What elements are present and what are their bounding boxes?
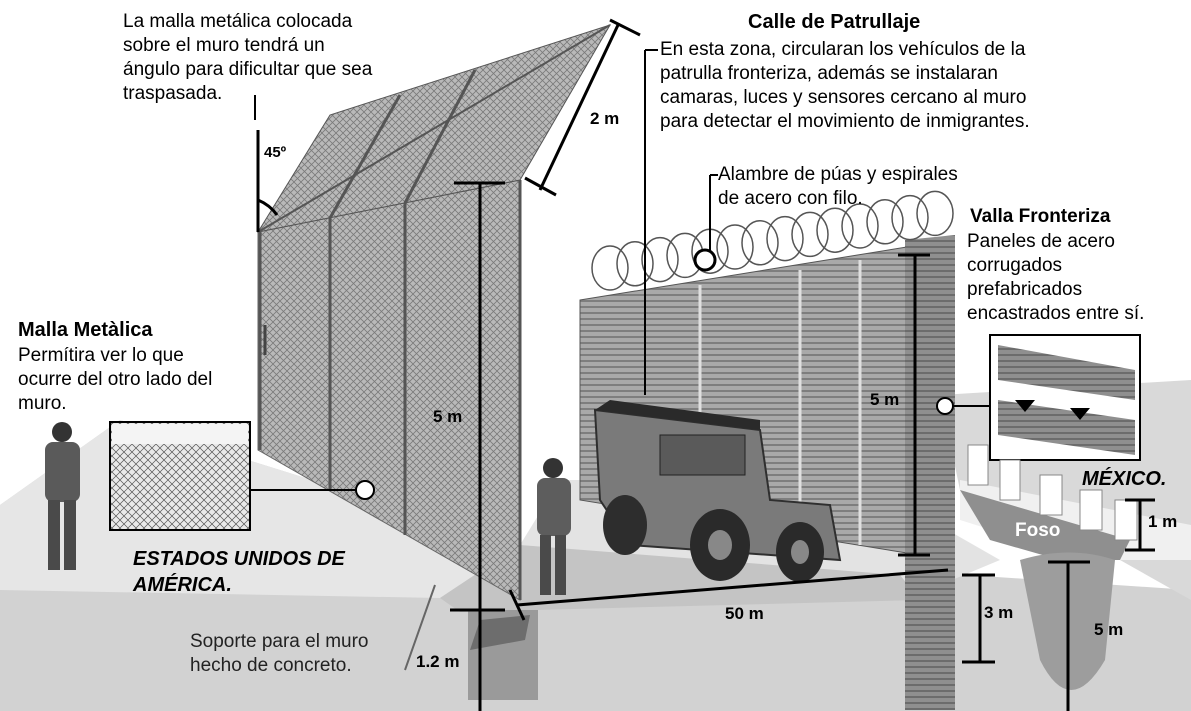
alambre-line-2: de acero con filo. <box>718 188 863 209</box>
calle-title: Calle de Patrullaje <box>748 11 921 33</box>
wire-coil <box>641 236 679 283</box>
wire-coil <box>916 190 954 237</box>
valla-line-2: corrugados <box>967 255 1063 276</box>
valla-line-4: encastrados entre sí. <box>967 303 1145 324</box>
valla-line-3: prefabricados <box>967 279 1083 300</box>
dim-5m-wall: 5 m <box>870 390 900 409</box>
calle-description: En esta zona, circularan los vehículos d… <box>660 38 1030 134</box>
calle-line-4: para detectar el movimiento de inmigrant… <box>660 111 1030 132</box>
valla-title: Valla Fronteriza <box>970 206 1111 227</box>
wire-coil <box>816 207 854 253</box>
wire-coil <box>866 199 904 245</box>
wire-coil <box>791 211 829 258</box>
valla-description: Paneles de acero corrugados prefabricado… <box>967 230 1144 326</box>
wire-coil <box>616 241 654 287</box>
wire-coil <box>891 194 929 241</box>
soldier-right-icon <box>537 458 571 595</box>
soldier-left-icon <box>45 422 80 570</box>
foso-label: Foso <box>1015 520 1061 541</box>
calle-line-3: camaras, luces y sensores cercano al mur… <box>660 87 1027 108</box>
dim-50m: 50 m <box>725 604 764 623</box>
calle-line-1: En esta zona, circularan los vehículos d… <box>660 39 1026 60</box>
soporte-line-2: hecho de concreto. <box>190 655 352 676</box>
mesh-angle-line-1: La malla metálica colocada <box>123 11 353 32</box>
alambre-line-1: Alambre de púas y espirales <box>718 164 958 185</box>
usa-line-1: ESTADOS UNIDOS DE <box>133 548 345 570</box>
mesh-detail-inset <box>109 421 375 531</box>
dim-2m: 2 m <box>590 109 620 128</box>
calle-line-2: patrulla fronteriza, además se instalara… <box>660 63 998 84</box>
usa-label: ESTADOS UNIDOS DE AMÉRICA. <box>133 546 345 598</box>
dim-5m-mesh: 5 m <box>433 407 463 426</box>
panel-detail-inset <box>936 334 1141 461</box>
mesh-angle-line-4: traspasada. <box>123 83 223 104</box>
malla-line-2: ocurre del otro lado del <box>18 369 213 390</box>
dim-5m-foso: 5 m <box>1094 620 1124 639</box>
wire-coil <box>766 215 804 262</box>
malla-line-3: muro. <box>18 393 67 414</box>
dimension-lines <box>254 18 1155 711</box>
mesh-angle-line-3: ángulo para dificultar que sea <box>123 59 373 80</box>
wire-coil <box>591 245 629 291</box>
soporte-line-1: Soporte para el muro <box>190 631 369 652</box>
mesh-angle-note: La malla metálica colocada sobre el muro… <box>123 10 372 106</box>
dim-1-2m: 1.2 m <box>416 652 460 671</box>
wire-coil <box>716 224 754 270</box>
dim-3m: 3 m <box>984 603 1014 622</box>
angle-label: 45º <box>264 144 287 161</box>
soporte-note: Soporte para el muro hecho de concreto. <box>190 630 369 678</box>
alambre-note: Alambre de púas y espirales de acero con… <box>718 163 958 211</box>
malla-line-1: Permítira ver lo que <box>18 345 184 366</box>
malla-title: Malla Metàlica <box>18 319 153 341</box>
valla-line-1: Paneles de acero <box>967 231 1115 252</box>
jeep-icon <box>593 400 842 582</box>
wire-coil <box>741 220 779 266</box>
malla-description: Permítira ver lo que ocurre del otro lad… <box>18 344 212 416</box>
barbed-wire-coils <box>591 190 954 291</box>
mexico-label: MÉXICO. <box>1082 468 1167 490</box>
wire-coil <box>841 203 879 249</box>
usa-line-2: AMÉRICA. <box>133 574 232 596</box>
dim-1m: 1 m <box>1148 512 1178 531</box>
mesh-angle-line-2: sobre el muro tendrá un <box>123 35 325 56</box>
mesh-fence <box>256 24 612 601</box>
